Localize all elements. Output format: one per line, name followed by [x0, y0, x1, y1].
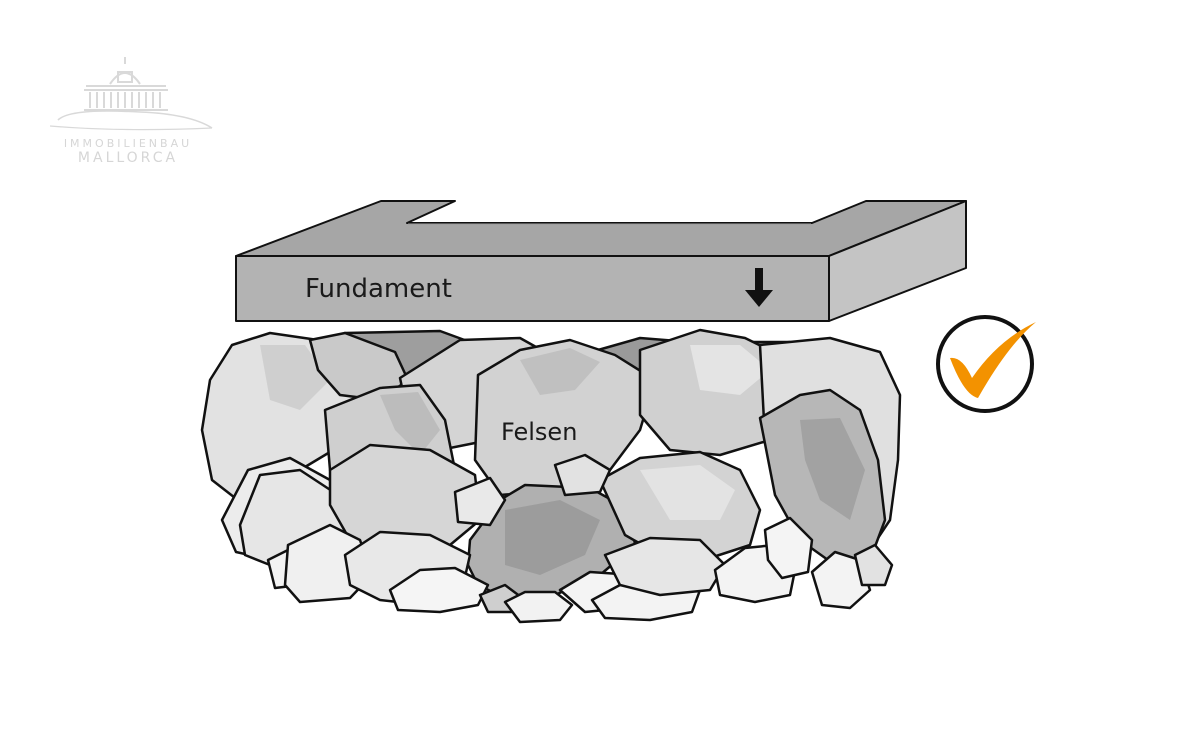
rock-shade — [520, 348, 600, 395]
arrow-down-icon — [745, 268, 773, 307]
rock — [853, 543, 894, 587]
rock-bed — [200, 328, 902, 624]
rock — [763, 516, 814, 580]
rock — [453, 476, 507, 527]
foundation-label: Fundament — [305, 274, 452, 304]
checkmark-circle-icon — [936, 315, 1036, 413]
rock — [328, 443, 482, 557]
rock-shade — [505, 500, 600, 575]
rock-shade — [640, 465, 735, 520]
rock — [810, 550, 872, 610]
rock-shade — [380, 392, 440, 455]
building-logo-icon — [49, 57, 213, 131]
rock — [503, 590, 574, 624]
rock-shade — [260, 345, 330, 410]
rock-shade — [690, 345, 770, 395]
rock-label: Felsen — [501, 418, 577, 446]
company-logo: IMMOBILIENBAU MALLORCA — [49, 57, 213, 166]
logo-line-1: IMMOBILIENBAU — [64, 137, 192, 150]
foundation-slab — [235, 200, 967, 322]
logo-line-2: MALLORCA — [78, 150, 178, 166]
rock — [553, 453, 612, 497]
foundation-front-face — [235, 255, 830, 322]
rock-shade — [800, 418, 865, 520]
